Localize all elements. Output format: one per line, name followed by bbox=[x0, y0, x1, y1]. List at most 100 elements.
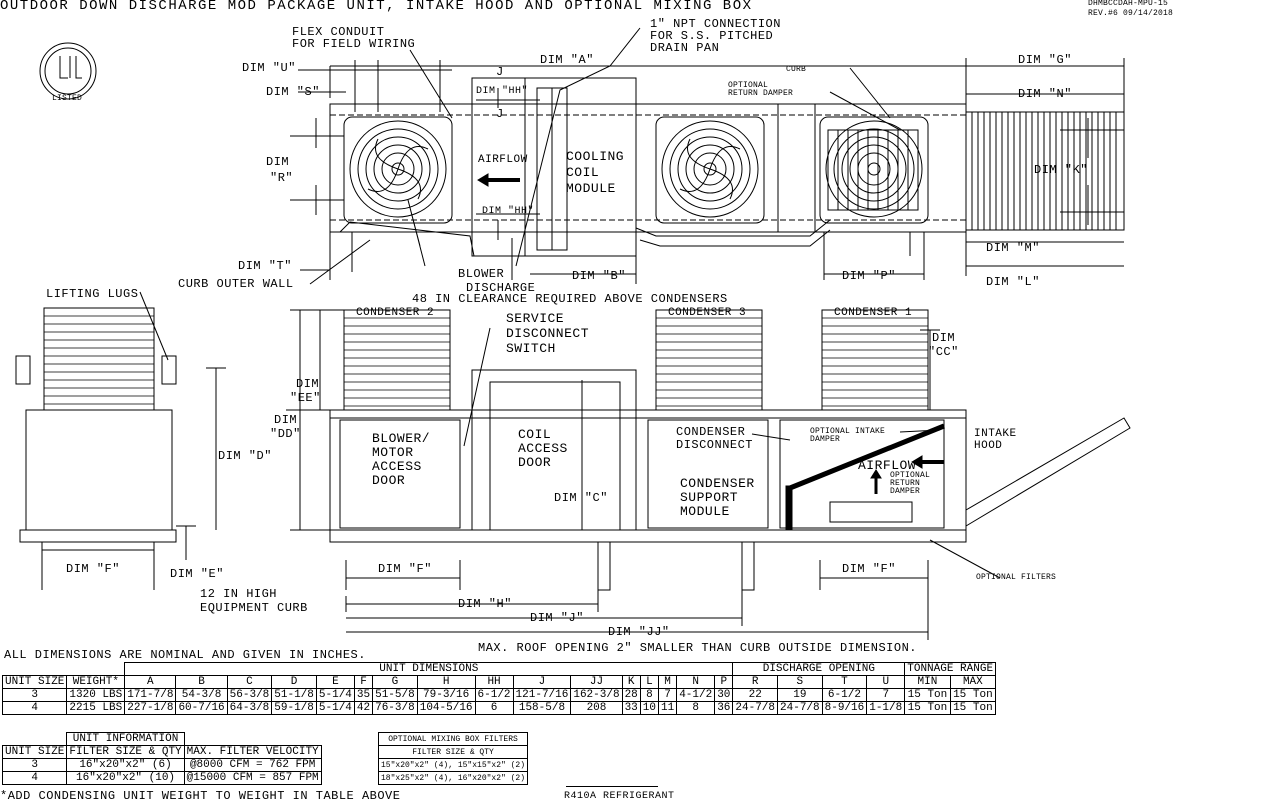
table-cell: 36 bbox=[714, 701, 734, 715]
table-cell: 1320 LBS bbox=[66, 688, 126, 702]
table-cell: 30 bbox=[714, 688, 734, 702]
table-cell: 8 bbox=[676, 701, 716, 715]
table-cell: 11 bbox=[657, 701, 678, 715]
table-cell: 162-3/8 bbox=[570, 688, 623, 702]
label-dim-h: DIM "H" bbox=[458, 597, 512, 611]
table-cell: 4 bbox=[1, 771, 68, 785]
label-dim-r-2: "R" bbox=[270, 171, 294, 185]
side-view bbox=[286, 309, 1131, 640]
label-coil-door-3: DOOR bbox=[518, 455, 552, 470]
table-cell: 121-7/16 bbox=[512, 688, 572, 702]
table-cell: 16"x20"x2" (10) bbox=[66, 771, 185, 785]
group-tonnage-range: TONNAGE RANGE bbox=[904, 662, 997, 676]
label-intake-hood: INTAKE bbox=[974, 428, 1017, 440]
header-cell: MIN bbox=[904, 675, 951, 689]
mixing-box-title: OPTIONAL MIXING BOX FILTERS bbox=[377, 732, 529, 746]
refrigerant-rule bbox=[566, 786, 658, 787]
label-dim-hh: DIM "HH" bbox=[476, 86, 529, 97]
table-cell: 6-1/2 bbox=[474, 688, 514, 702]
label-dim-r: DIM bbox=[266, 155, 290, 169]
table-cell: 51-1/8 bbox=[271, 688, 317, 702]
header-cell: B bbox=[175, 675, 228, 689]
label-dim-e: DIM "E" bbox=[170, 567, 224, 581]
label-dim-cc: DIM bbox=[932, 331, 956, 345]
table-cell: 4 bbox=[1, 701, 68, 715]
table-row: 18"x25"x2" (4), 16"x20"x2" (2) bbox=[377, 771, 529, 785]
table-cell: 227-1/8 bbox=[124, 701, 177, 715]
label-airflow-side: AIRFLOW bbox=[858, 458, 917, 473]
table-cell: 104-5/16 bbox=[416, 701, 476, 715]
header-cell: D bbox=[271, 675, 317, 689]
table-cell: 6 bbox=[474, 701, 514, 715]
table-cell: 5-1/4 bbox=[315, 688, 355, 702]
header-cell: WEIGHT* bbox=[66, 675, 126, 689]
label-dim-dd: DIM bbox=[274, 413, 298, 427]
group-discharge-opening: DISCHARGE OPENING bbox=[732, 662, 906, 676]
table-cell: 79-3/16 bbox=[416, 688, 476, 702]
header-cell: E bbox=[315, 675, 355, 689]
header-cell: F bbox=[353, 675, 374, 689]
top-view bbox=[290, 27, 1125, 285]
label-dim-a: DIM "A" bbox=[540, 53, 594, 67]
label-opt-return-2: RETURN DAMPER bbox=[728, 89, 794, 98]
table-cell: 56-3/8 bbox=[226, 688, 273, 702]
table-cell: 8 bbox=[639, 688, 659, 702]
table-cell: 15"x20"x2" (4), 15"x15"x2" (2) bbox=[377, 758, 529, 772]
table-cell: 3 bbox=[1, 688, 68, 702]
label-dim-t: DIM "T" bbox=[238, 259, 292, 273]
label-airflow-top: AIRFLOW bbox=[478, 154, 528, 166]
table-cell: 10 bbox=[639, 701, 659, 715]
header-cell: A bbox=[124, 675, 177, 689]
label-blower-door: BLOWER/ bbox=[372, 431, 431, 446]
label-service-3: SWITCH bbox=[506, 341, 556, 356]
header-cell: C bbox=[226, 675, 273, 689]
table-cell: 158-5/8 bbox=[512, 701, 572, 715]
table-cell: 33 bbox=[621, 701, 641, 715]
label-mark-j: J bbox=[496, 65, 504, 79]
header-cell: UNIT SIZE bbox=[1, 745, 68, 759]
label-dim-dd-2: "DD" bbox=[270, 427, 301, 441]
end-view bbox=[15, 291, 226, 590]
label-opt-intake: OPTIONAL INTAKE bbox=[810, 427, 886, 436]
label-blower: BLOWER bbox=[458, 267, 505, 281]
label-curb12-2: EQUIPMENT CURB bbox=[200, 601, 308, 615]
table-cell: 18"x25"x2" (4), 16"x20"x2" (2) bbox=[377, 771, 529, 785]
revision: REV.#6 09/14/2018 bbox=[1088, 9, 1174, 18]
table-cell: 7 bbox=[866, 688, 906, 702]
label-condenser-1: CONDENSER 1 bbox=[834, 307, 913, 319]
label-blower-door-3: ACCESS bbox=[372, 459, 422, 474]
table-row: 4 16"x20"x2" (10) @15000 CFM = 857 FPM bbox=[1, 771, 322, 785]
label-cooling-coil-3: MODULE bbox=[566, 181, 616, 196]
label-flex-conduit: FLEX CONDUIT bbox=[292, 25, 385, 39]
label-cond-support-2: SUPPORT bbox=[680, 490, 739, 505]
label-curb: CURB bbox=[786, 65, 807, 74]
label-dim-n: DIM "N" bbox=[1018, 87, 1072, 101]
label-cond-disc-2: DISCONNECT bbox=[676, 438, 754, 452]
label-dim-l: DIM "L" bbox=[986, 275, 1040, 289]
label-dim-u: DIM "U" bbox=[242, 61, 296, 75]
table-cell: 6-1/2 bbox=[821, 688, 868, 702]
header-cell: UNIT SIZE bbox=[1, 675, 68, 689]
table-cell: 5-1/4 bbox=[315, 701, 355, 715]
note-refrigerant: R410A REFRIGERANT bbox=[564, 791, 675, 802]
table-cell: 64-3/8 bbox=[226, 701, 273, 715]
label-dim-f-left: DIM "F" bbox=[66, 562, 120, 576]
note-nominal: ALL DIMENSIONS ARE NOMINAL AND GIVEN IN … bbox=[4, 648, 366, 662]
note-roof: MAX. ROOF OPENING 2" SMALLER THAN CURB O… bbox=[478, 641, 917, 655]
label-npt-2: FOR S.S. PITCHED bbox=[650, 29, 774, 43]
label-blower-door-2: MOTOR bbox=[372, 445, 414, 460]
mixing-box-header: FILTER SIZE & QTY bbox=[377, 745, 529, 759]
label-cooling-coil: COOLING bbox=[566, 149, 625, 164]
label-condenser-2: CONDENSER 2 bbox=[356, 307, 435, 319]
header-cell: MAX. FILTER VELOCITY bbox=[183, 745, 322, 759]
table-cell: 7 bbox=[657, 688, 678, 702]
doc-id: DHMBCCDAH-MPU-15 bbox=[1088, 0, 1169, 8]
label-npt-3: DRAIN PAN bbox=[650, 41, 720, 55]
label-lifting-lugs: LIFTING LUGS bbox=[46, 287, 139, 301]
header-cell: P bbox=[714, 675, 734, 689]
label-clearance: 48 IN CLEARANCE REQUIRED ABOVE CONDENSER… bbox=[412, 292, 728, 306]
label-cond-support-3: MODULE bbox=[680, 504, 730, 519]
label-opt-return-side-2: RETURN bbox=[890, 479, 921, 488]
label-dim-d: DIM "D" bbox=[218, 449, 272, 463]
